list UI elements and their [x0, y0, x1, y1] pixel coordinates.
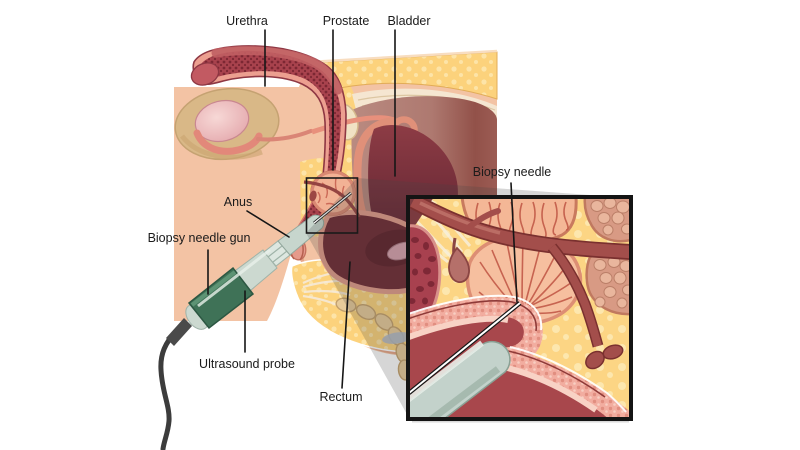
- annotations: Urethra Prostate Bladder Anus Biopsy nee…: [148, 14, 552, 404]
- label-ultrasound-probe: Ultrasound probe: [199, 357, 295, 371]
- corpus-top-band: [211, 46, 343, 95]
- testicle: [194, 99, 250, 143]
- label-bladder: Bladder: [387, 14, 430, 28]
- inset-vessel: [409, 197, 631, 370]
- vas-deferens: [256, 129, 313, 142]
- probe-tip: [277, 214, 325, 256]
- inset-border: [406, 195, 633, 421]
- biopsy-needle-main: [313, 191, 352, 225]
- inset-vessel-bulb: [448, 246, 470, 283]
- epididymis: [193, 129, 263, 155]
- leader-anus: [246, 210, 290, 238]
- skin-top-highlight: [308, 49, 498, 64]
- inset-rectal-wall: [408, 294, 631, 419]
- inset-probe: [408, 340, 511, 419]
- probe-cable: [158, 327, 180, 450]
- glans: [190, 62, 220, 86]
- inset-biopsy-needle: [408, 301, 522, 395]
- label-urethra: Urethra: [226, 14, 268, 28]
- fascia-band: [352, 88, 497, 124]
- scrotum: [174, 87, 313, 161]
- leader-biopsy-needle: [510, 182, 518, 303]
- biopsy-needle-gun-grip[interactable]: [187, 266, 255, 330]
- label-biopsy-needle: Biopsy needle: [473, 165, 552, 179]
- cable-strain-relief: [166, 318, 192, 346]
- leader-rectum: [341, 261, 351, 389]
- label-biopsy-needle-gun: Biopsy needle gun: [148, 231, 251, 245]
- label-rectum: Rectum: [319, 390, 362, 404]
- label-prostate: Prostate: [323, 14, 370, 28]
- fascia-blue: [382, 332, 412, 344]
- ultrasound-probe[interactable]: [158, 214, 325, 450]
- label-anus: Anus: [224, 195, 253, 209]
- source-region-box: [305, 177, 359, 234]
- inset-magnified-view: [408, 197, 631, 419]
- inset-fat-lobules: [583, 197, 631, 316]
